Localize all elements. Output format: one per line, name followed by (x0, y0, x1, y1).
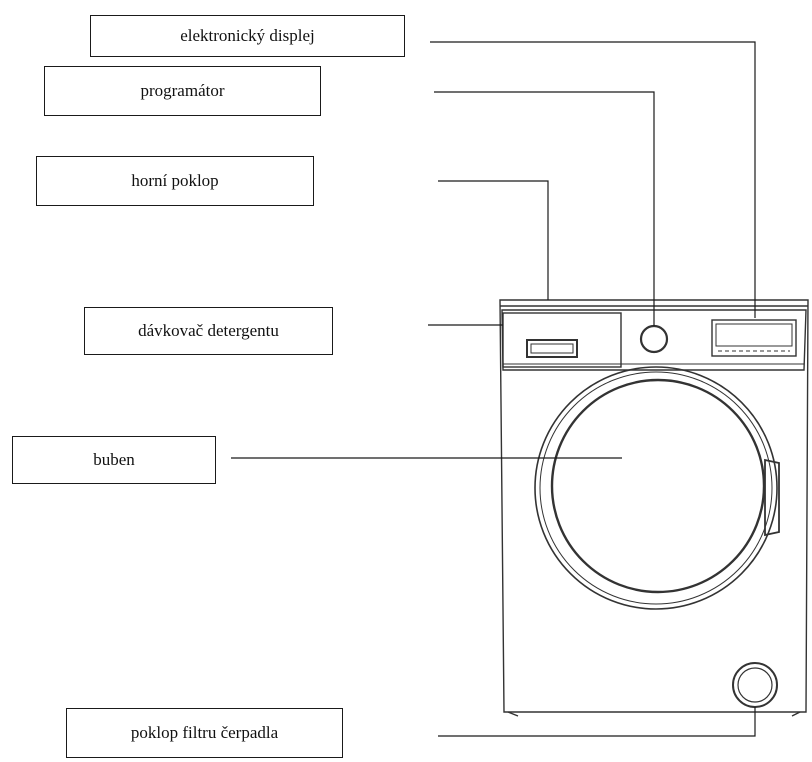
label-drum: buben (12, 436, 216, 484)
washing-machine (499, 299, 809, 717)
label-top-lid: horní poklop (36, 156, 314, 206)
label-electronic-display: elektronický displej (90, 15, 405, 57)
label-programmer: programátor (44, 66, 321, 116)
leader-pump-filter (438, 707, 756, 737)
electronic-display (711, 319, 797, 357)
program-knob (639, 324, 669, 354)
leader-display (430, 41, 756, 318)
label-pump-filter-cover: poklop filtru čerpadla (66, 708, 343, 758)
label-detergent-dispenser: dávkovač detergentu (84, 307, 333, 355)
pump-filter-cover (732, 662, 778, 708)
leader-programmer (434, 91, 655, 326)
leader-lines (231, 41, 756, 737)
machine-body-outline (499, 299, 809, 713)
door-outer-ring (534, 366, 778, 610)
door-handle (764, 458, 780, 537)
door-glass (550, 378, 766, 594)
drawer-handle (526, 339, 578, 358)
door-ring-mid (539, 371, 773, 605)
detergent-drawer (502, 312, 622, 368)
leader-top-lid (438, 180, 549, 300)
